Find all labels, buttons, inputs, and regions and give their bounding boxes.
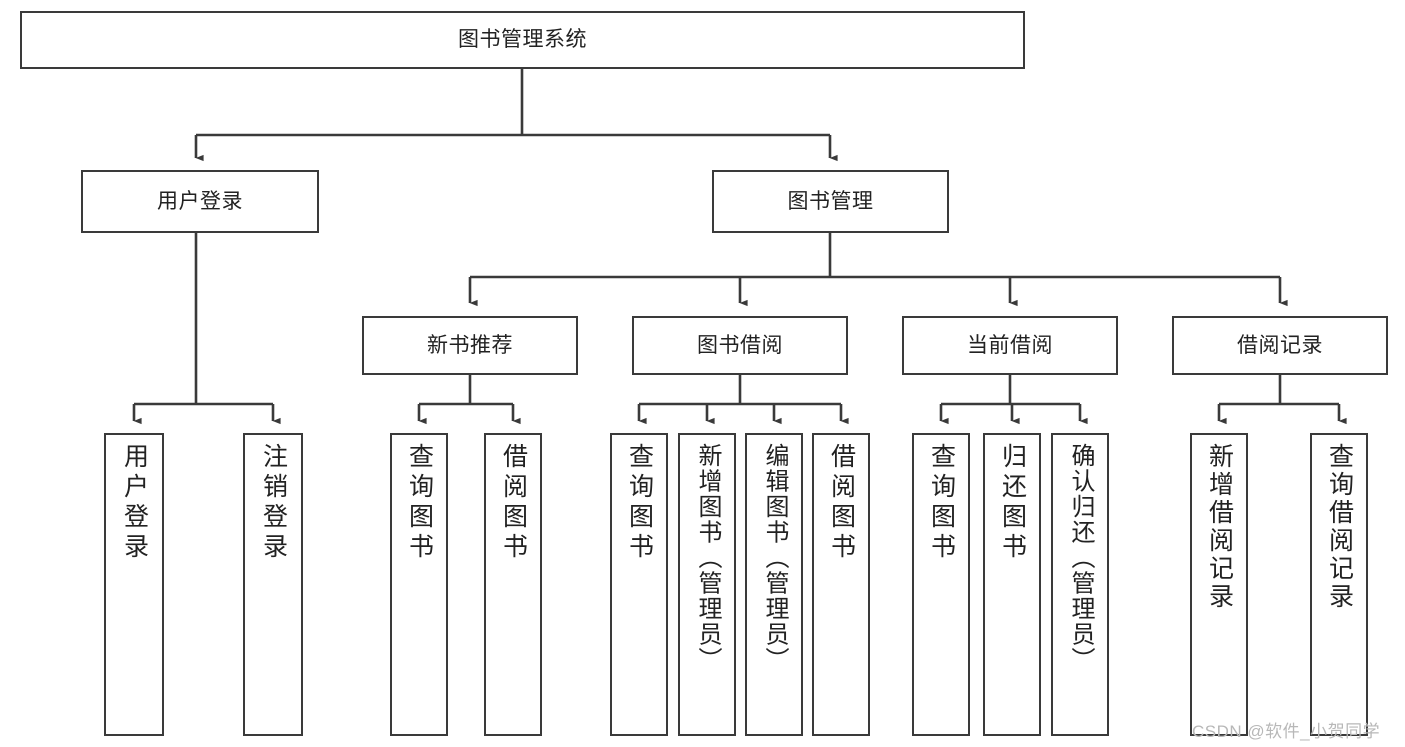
leaf-edit-book-admin[interactable]: 编辑图书（管理员） [745,433,803,736]
node-label: 用户登录 [157,189,243,213]
node-borrow-record[interactable]: 借阅记录 [1172,316,1388,375]
node-label: 图书借阅 [697,333,783,357]
node-book-manage[interactable]: 图书管理 [712,170,949,233]
node-new-book-recommend[interactable]: 新书推荐 [362,316,578,375]
node-label: 查询借阅记录 [1325,443,1354,611]
node-label: 借阅记录 [1237,333,1323,357]
leaf-borrow-book-recommend[interactable]: 借阅图书 [484,433,542,736]
node-label: 用户登录 [120,443,149,563]
node-label: 新增借阅记录 [1205,443,1234,611]
node-label: 确认归还（管理员） [1067,443,1094,673]
leaf-user-login[interactable]: 用户登录 [104,433,164,736]
leaf-query-book-current[interactable]: 查询图书 [912,433,970,736]
node-root-system[interactable]: 图书管理系统 [20,11,1025,69]
node-label: 注销登录 [259,443,288,563]
node-label: 当前借阅 [967,333,1053,357]
node-label: 查询图书 [625,443,654,563]
leaf-add-book-admin[interactable]: 新增图书（管理员） [678,433,736,736]
node-label: 图书管理系统 [458,28,587,52]
leaf-add-borrow-record[interactable]: 新增借阅记录 [1190,433,1248,736]
node-label: 查询图书 [927,443,956,563]
node-user-login[interactable]: 用户登录 [81,170,319,233]
leaf-query-book-borrow[interactable]: 查询图书 [610,433,668,736]
leaf-query-book-recommend[interactable]: 查询图书 [390,433,448,736]
node-label: 查询图书 [405,443,434,563]
leaf-return-book[interactable]: 归还图书 [983,433,1041,736]
leaf-borrow-book-borrow[interactable]: 借阅图书 [812,433,870,736]
node-label: 编辑图书（管理员） [761,443,788,673]
node-label: 新增图书（管理员） [694,443,721,673]
csdn-watermark: CSDN @软件_小贺同学 [1192,722,1381,741]
node-label: 图书管理 [787,189,874,213]
leaf-logout[interactable]: 注销登录 [243,433,303,736]
node-current-borrow[interactable]: 当前借阅 [902,316,1118,375]
node-label: 借阅图书 [499,443,528,563]
leaf-query-borrow-record[interactable]: 查询借阅记录 [1310,433,1368,736]
node-label: 新书推荐 [427,333,513,357]
node-book-borrow[interactable]: 图书借阅 [632,316,848,375]
leaf-confirm-return-admin[interactable]: 确认归还（管理员） [1051,433,1109,736]
node-label: 归还图书 [998,443,1027,563]
node-label: 借阅图书 [827,443,856,563]
